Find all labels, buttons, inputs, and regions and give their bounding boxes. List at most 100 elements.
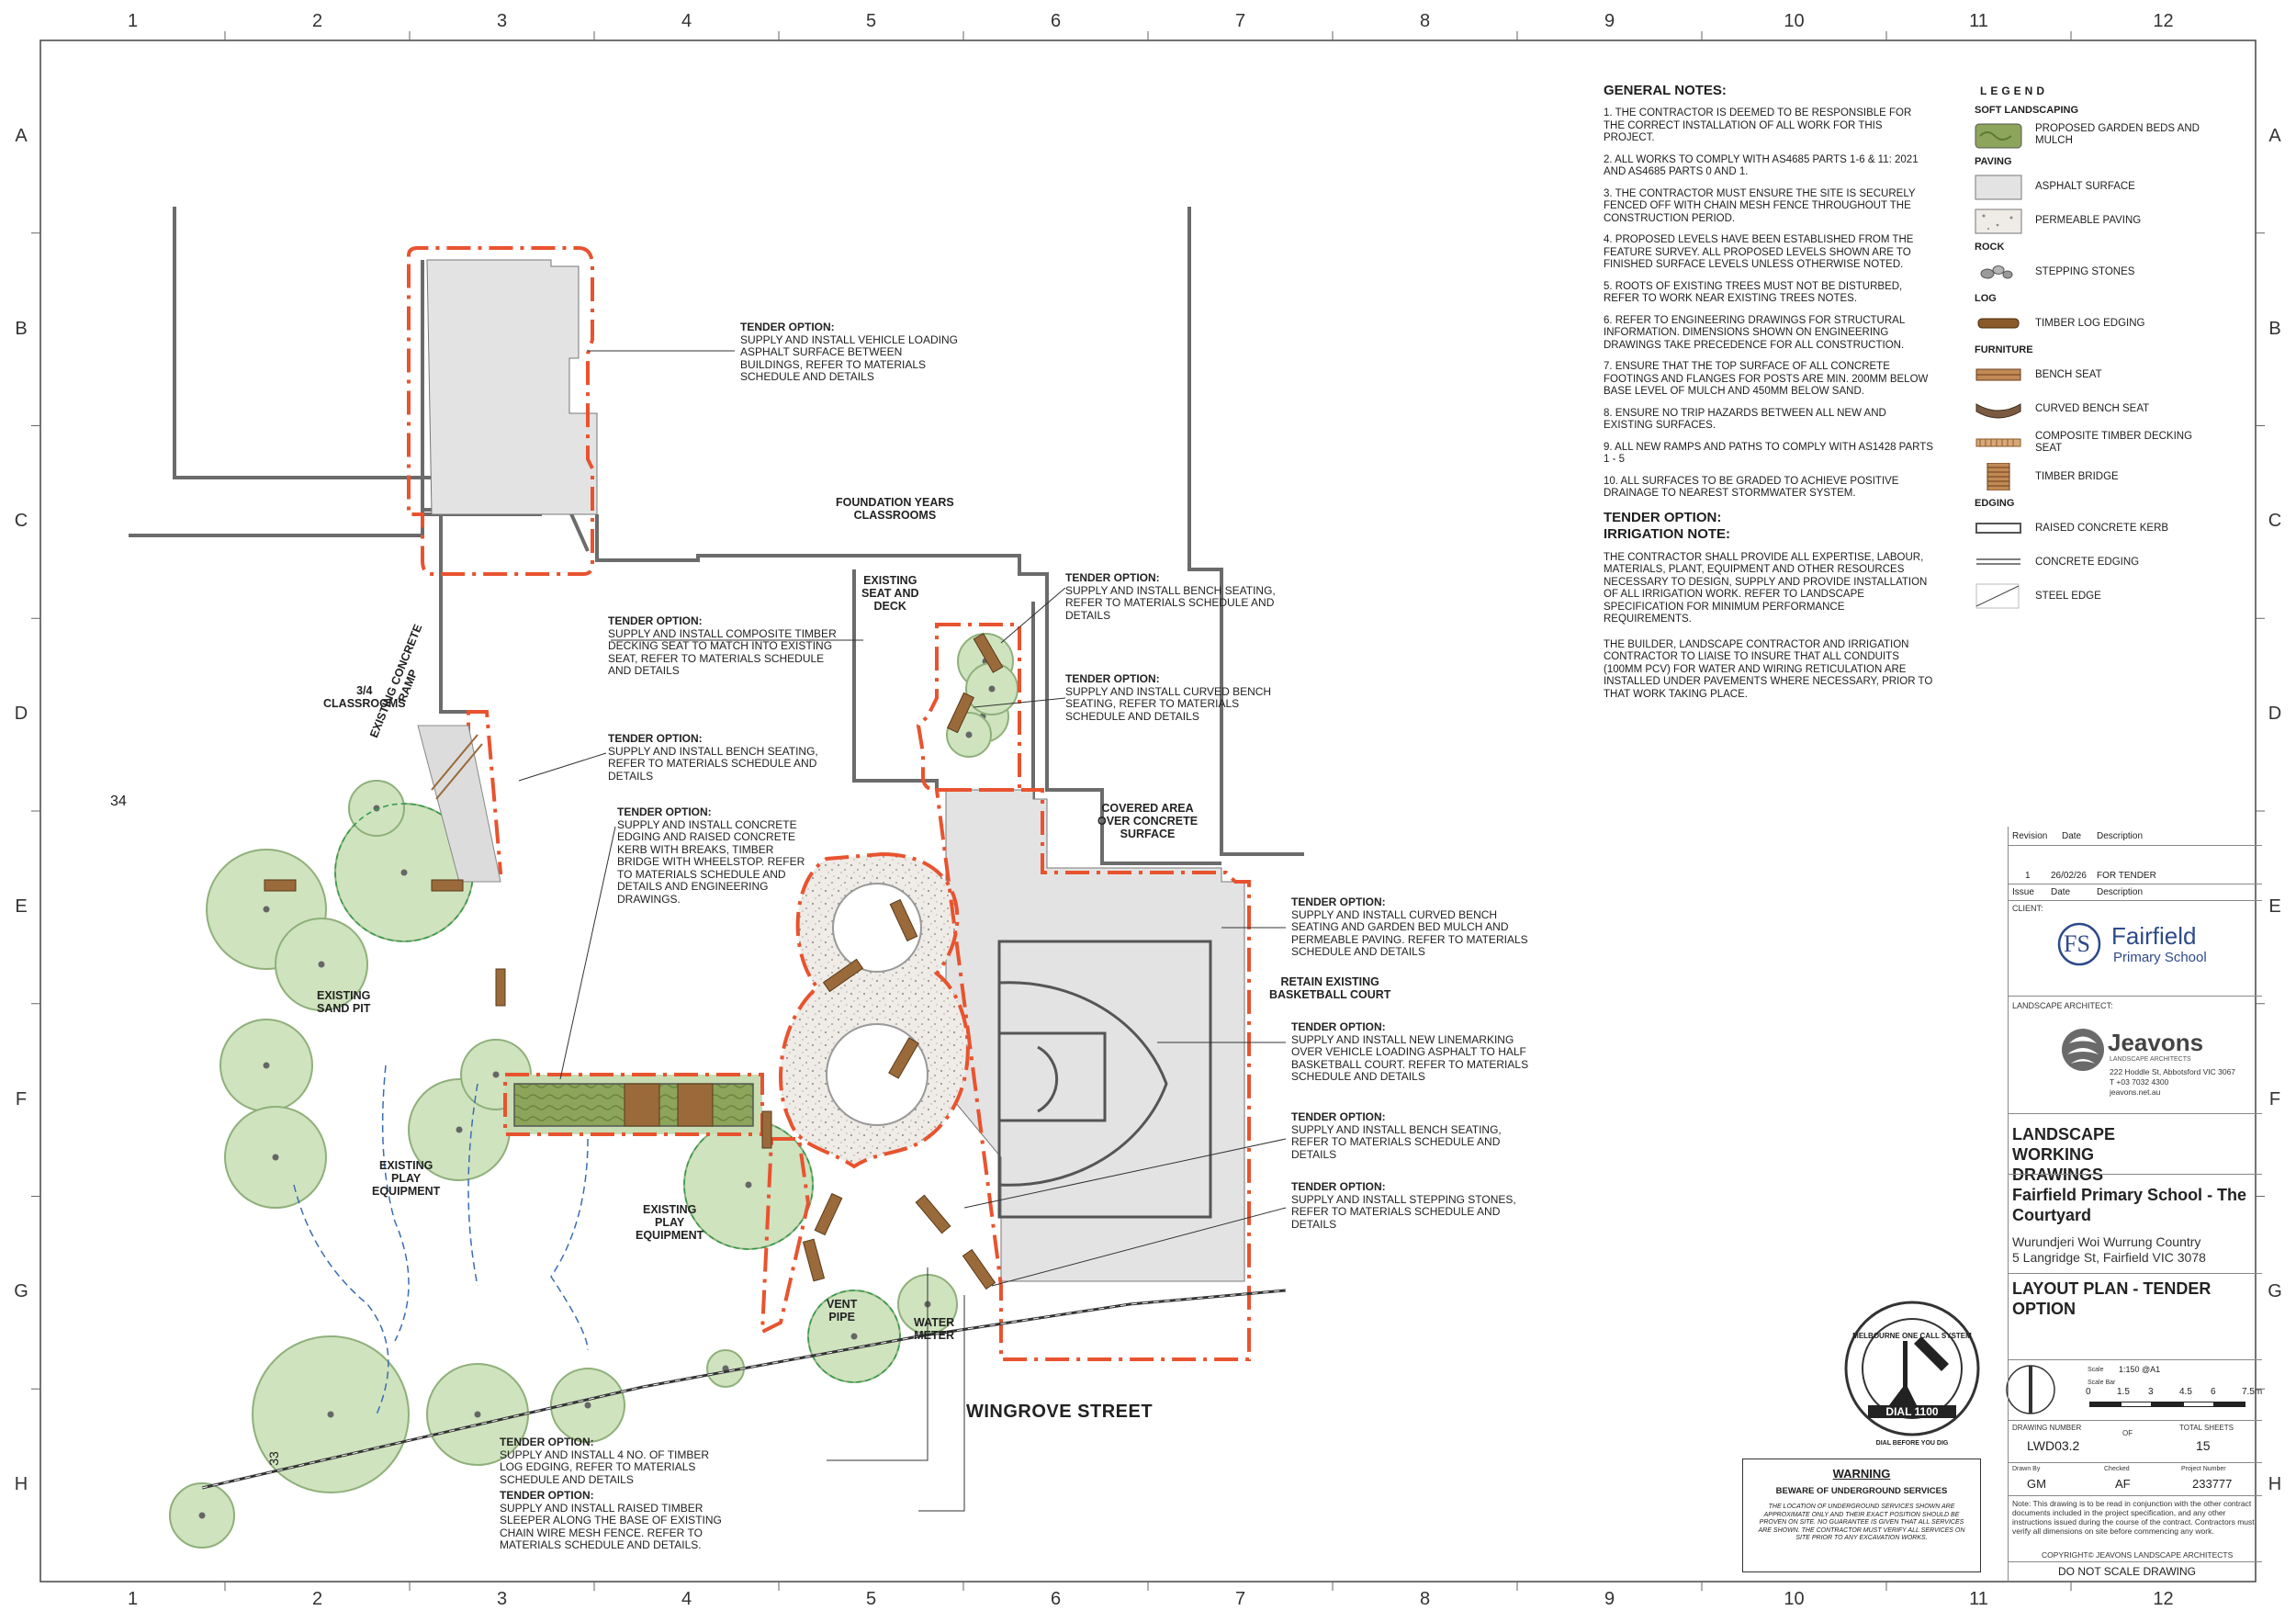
project-number: 233777: [2192, 1477, 2233, 1491]
warning-box: WARNING BEWARE OF UNDERGROUND SERVICES T…: [1742, 1459, 1981, 1572]
legend-item-label: BENCH SEAT: [2035, 368, 2102, 380]
grid-column-label: 8: [1419, 11, 1431, 31]
warning-subtitle: BEWARE OF UNDERGROUND SERVICES: [1775, 1486, 1948, 1496]
architect-web: jeavons.net.au: [2110, 1087, 2161, 1097]
client-label: CLIENT:: [2012, 904, 2043, 913]
scale-tick-label: 6: [2211, 1387, 2216, 1397]
building-outline: [439, 510, 478, 714]
label-existing-seat-deck: EXISTING SEAT AND DECK: [861, 574, 919, 613]
grid-column-label: 7: [1234, 1589, 1246, 1609]
tree-protection-zone: [807, 1290, 901, 1383]
label-foundation-classrooms: FOUNDATION YEARS CLASSROOMS: [836, 496, 954, 522]
general-note: 8. ENSURE NO TRIP HAZARDS BETWEEN ALL NE…: [1604, 407, 1886, 432]
timber-log-icon: [1977, 318, 2020, 329]
building-outline: [852, 569, 939, 790]
building-outline: [1220, 680, 1304, 856]
grid-column-label: 9: [1604, 11, 1615, 31]
jeavons-logo-icon: [2060, 1025, 2106, 1075]
legend-item-label: STEEL EDGE: [2035, 590, 2101, 602]
drawn-by: GM: [2027, 1477, 2046, 1491]
irrigation-title: TENDER OPTION: IRRIGATION NOTE:: [1604, 509, 1731, 542]
building-outline: [1187, 207, 1223, 680]
tender-boundary-path: [760, 1137, 811, 1335]
legend-item: BENCH SEAT: [1975, 361, 2268, 389]
grid-row-label: E: [2268, 895, 2281, 917]
scale-tick-label: 1.5: [2117, 1387, 2130, 1397]
dial-before-you-dig-stamp: [1844, 1301, 1980, 1436]
grid-column-label: 7: [1234, 11, 1246, 31]
general-note: 3. THE CONTRACTOR MUST ENSURE THE SITE I…: [1604, 187, 1916, 224]
general-note: 10. ALL SURFACES TO BE GRADED TO ACHIEVE…: [1604, 475, 1899, 500]
grid-column-label: 1: [127, 11, 139, 31]
scale-tick-label: 4.5: [2179, 1387, 2192, 1397]
legend-category: EDGING: [1975, 498, 2015, 509]
legend-category: SOFT LANDSCAPING: [1975, 105, 2079, 116]
label-play-equipment: EXISTING PLAY EQUIPMENT: [372, 1159, 441, 1198]
grid-row-label: H: [14, 1474, 28, 1495]
scalebar-label: Scale Bar: [2088, 1380, 2116, 1386]
warning-title: WARNING: [1832, 1467, 1891, 1481]
existing-concrete-ramp: [417, 725, 501, 883]
grid-row-label: B: [15, 318, 28, 339]
scale-tick-label: 0: [2086, 1387, 2091, 1397]
grid-column-label: 3: [496, 1589, 508, 1609]
general-note: 4. PROPOSED LEVELS HAVE BEEN ESTABLISHED…: [1604, 234, 1914, 270]
issue-header: Issue Date Description: [2009, 884, 2262, 901]
garden-bed-swatch: [1975, 123, 2022, 149]
basketball-court-linemarking: [997, 940, 1212, 1219]
legend-item-label: ASPHALT SURFACE: [2035, 180, 2135, 192]
asphalt-loading-area: [426, 259, 598, 515]
general-note: 2. ALL WORKS TO COMPLY WITH AS4685 PARTS…: [1604, 153, 1919, 178]
grid-row-label: D: [14, 704, 28, 725]
label-vent-pipe: VENT PIPE: [827, 1298, 858, 1324]
client-name: Fairfield: [2111, 922, 2197, 950]
grid-column-label: 8: [1419, 1589, 1431, 1609]
revision-header: Revision Date Description: [2009, 827, 2262, 846]
dial-stamp-ring: MELBOURNE ONE CALL SYSTEM: [1852, 1332, 1972, 1340]
legend-item-label: COMPOSITE TIMBER DECKING SEAT: [2035, 431, 2193, 454]
grid-row-label: E: [15, 895, 28, 917]
architect-sub: LANDSCAPE ARCHITECTS: [2110, 1056, 2191, 1063]
legend-item: STEPPING STONES: [1975, 258, 2268, 286]
scale-bar-segment: [2089, 1402, 2121, 1407]
callout-tender-log-edging: TENDER OPTION:SUPPLY AND INSTALL 4 NO. O…: [500, 1436, 710, 1486]
tree-protection-zone: [683, 1120, 814, 1250]
legend-item: STEEL EDGE: [1975, 582, 2268, 610]
grid-column-label: 6: [1050, 11, 1062, 31]
bench-seat-icon: [1975, 368, 2021, 381]
general-notes: GENERAL NOTES: 1. THE CONTRACTOR IS DEEM…: [1604, 83, 1934, 714]
fps-logo-icon: FS: [2051, 920, 2108, 968]
decking-seat-icon: [1975, 438, 2021, 447]
copyright: COPYRIGHT© JEAVONS LANDSCAPE ARCHITECTS: [2042, 1550, 2234, 1560]
label-play-equipment: EXISTING PLAY EQUIPMENT: [636, 1203, 704, 1242]
general-note: 7. ENSURE THAT THE TOP SURFACE OF ALL CO…: [1604, 361, 1929, 397]
legend-category: FURNITURE: [1975, 344, 2033, 355]
scale-tick-label: 3: [2148, 1387, 2154, 1397]
total-sheets-label: TOTAL SHEETS: [2179, 1424, 2234, 1432]
svg-text:FS: FS: [2064, 930, 2090, 957]
callout-tender-concrete-edging: TENDER OPTION:SUPPLY AND INSTALL CONCRET…: [617, 805, 805, 906]
callout-tender-decking-seat: TENDER OPTION:SUPPLY AND INSTALL COMPOSI…: [608, 614, 837, 677]
dial-stamp-center: DIAL 1100: [1868, 1405, 1956, 1418]
scale-value: 1:150 @A1: [2119, 1365, 2161, 1374]
bench-seats: [264, 633, 1004, 1290]
grid-column-label: 4: [681, 1589, 692, 1609]
checked-by: AF: [2115, 1477, 2131, 1491]
level-33: 33: [265, 1451, 281, 1466]
callout-tender-curved-bench: TENDER OPTION:SUPPLY AND INSTALL CURVED …: [1065, 672, 1272, 723]
legend-item: ASPHALT SURFACE: [1975, 173, 2268, 200]
legend-item-label: CONCRETE EDGING: [2035, 556, 2140, 568]
legend-item-label: CURVED BENCH SEAT: [2035, 402, 2150, 414]
grid-column-label: 12: [2153, 1589, 2174, 1609]
legend-item: CONCRETE EDGING: [1975, 548, 2268, 576]
label-sand-pit: EXISTING SAND PIT: [317, 989, 371, 1015]
warning-text: THE LOCATION OF UNDERGROUND SERVICES SHO…: [1758, 1504, 1965, 1541]
grid-row-label: A: [2268, 125, 2281, 146]
tender-boundary-asphalt: [407, 246, 594, 576]
legend-item: PROPOSED GARDEN BEDS AND MULCH: [1975, 121, 2268, 149]
kerb-icon: [1975, 523, 2021, 534]
